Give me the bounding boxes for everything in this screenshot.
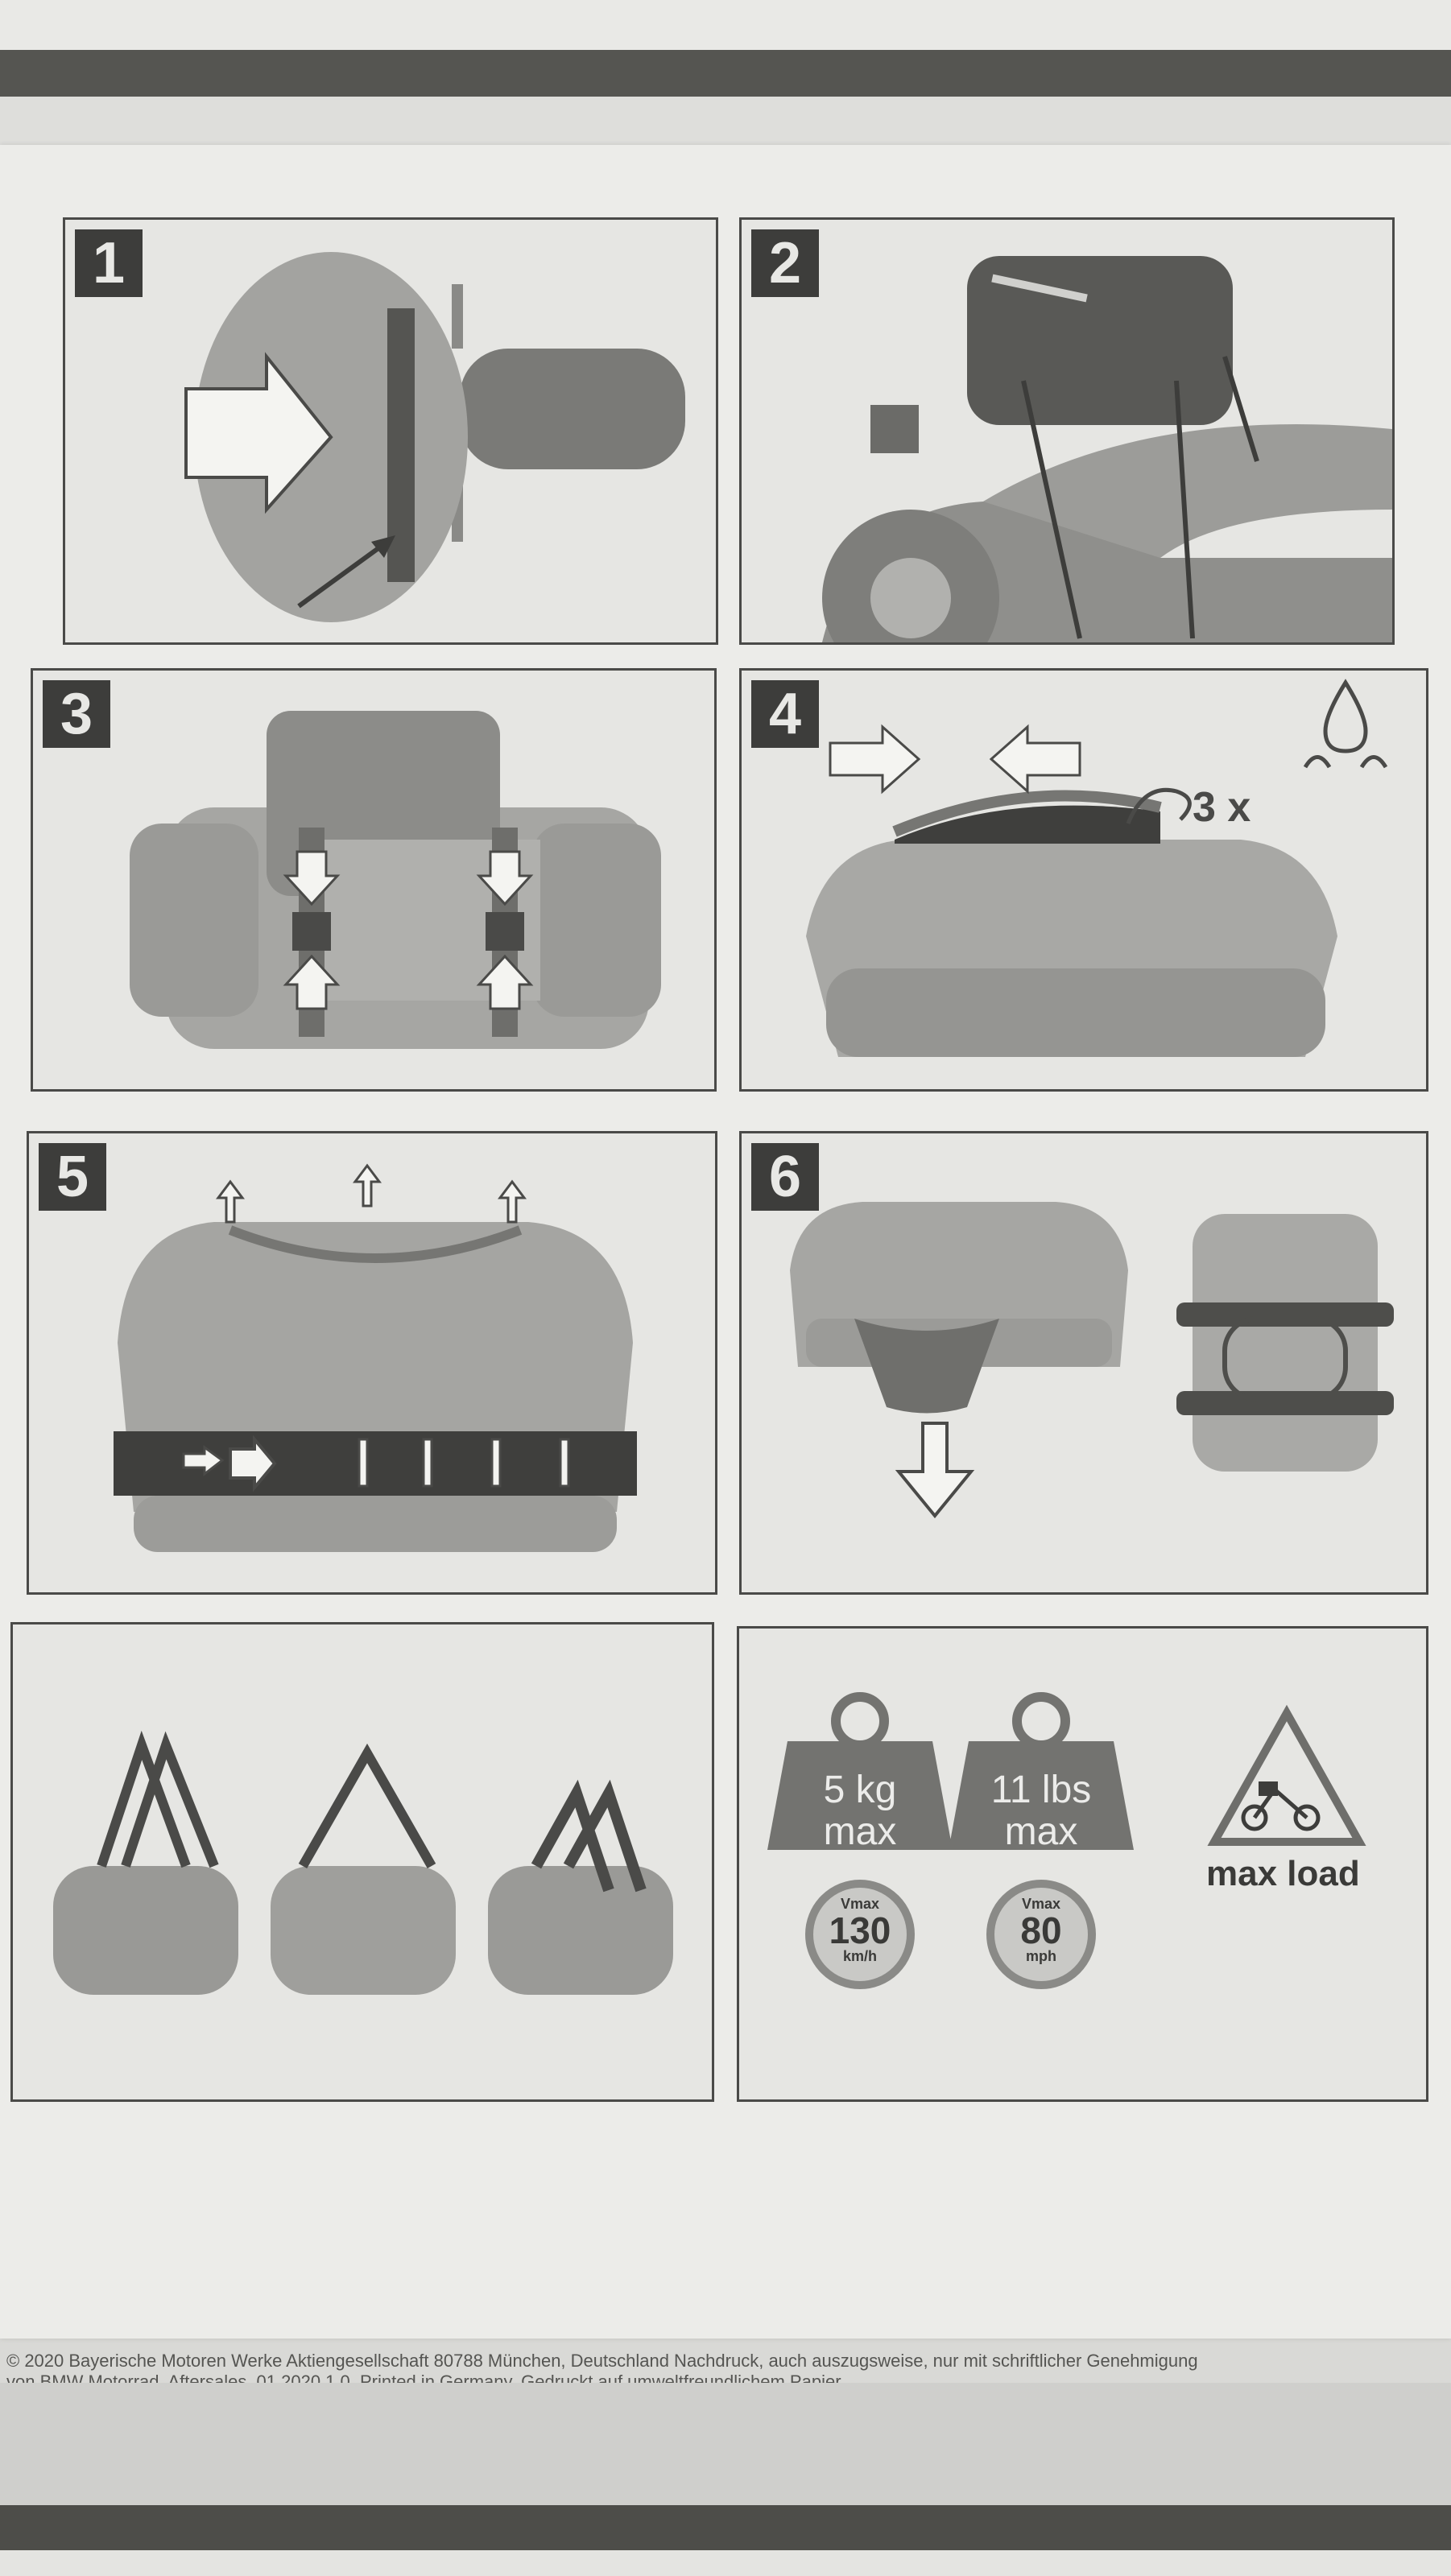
step-number-4: 4 [751,680,819,748]
weight-kg-unit: max [823,1810,897,1853]
step-panel-3: 3 [31,668,717,1092]
weight-limit-lbs: 11 lbs max [953,1769,1130,1853]
step-2-illustration [822,256,1392,642]
footer-line-1: © 2020 Bayerische Motoren Werke Aktienge… [6,2351,1198,2371]
bag-backpack-carry-illustration [488,1779,673,1995]
step-number-6: 6 [751,1143,819,1211]
step-number-1: 1 [75,229,143,297]
background-dark-band-bottom [0,2505,1451,2550]
carry-options-panel [10,1622,714,2102]
load-info-panel: 5 kg max 11 lbs max Vmax 130 km/h Vmax 8… [737,1626,1428,2102]
background-surface-bottom [0,2383,1451,2505]
step-3-illustration [130,711,661,1049]
step-4-illustration [806,679,1388,1057]
weight-lbs-icon [949,1692,1134,1850]
speed-kmh-unit: km/h [842,1948,877,1964]
background-dark-band-top [0,50,1451,97]
weight-kg-value: 5 kg [823,1769,897,1811]
weight-lbs-unit: max [1004,1810,1078,1853]
background-surface-bottom-edge [0,2550,1451,2576]
speed-mph-unit: mph [1026,1948,1056,1964]
speed-mph-value: 80 [1020,1909,1062,1951]
step-number-2: 2 [751,229,819,297]
bag-shoulder-carry-illustration [271,1743,456,1995]
step-1-illustration [184,252,685,622]
load-info-graphics [767,1692,1366,1850]
max-load-label: max load [1206,1854,1360,1893]
step-panel-4: 4 3 x [739,668,1428,1092]
step-panel-6: 6 [739,1131,1428,1595]
step-panel-1: 1 [63,217,718,645]
step-number-3: 3 [43,680,110,748]
step-number-5: 5 [39,1143,106,1211]
carry-options-illustration [53,1730,673,1995]
weight-lbs-value: 11 lbs [990,1769,1092,1811]
step-panel-5: 5 [27,1131,717,1595]
speed-kmh-value: 130 [829,1909,891,1951]
speed-limit-mph-badge: Vmax 80 mph [986,1880,1096,1989]
weight-limit-kg: 5 kg max [771,1769,949,1853]
step-5-illustration [114,1163,637,1552]
water-drop-icon [1303,679,1388,769]
speed-mph-label: Vmax [1021,1896,1061,1912]
weight-kg-icon [767,1692,953,1850]
step-panel-2: 2 [739,217,1395,645]
bag-hand-carry-illustration [53,1730,238,1995]
speed-kmh-label: Vmax [840,1896,880,1912]
speed-limit-kmh-badge: Vmax 130 km/h [805,1880,915,1989]
background-surface [0,97,1451,145]
instruction-sheet: 1 2 [0,145,1451,2392]
copyright-footer: © 2020 Bayerische Motoren Werke Aktienge… [6,2351,1440,2392]
background-surface-top [0,0,1451,50]
repeat-count-label: 3 x [1193,784,1251,831]
step-6-illustration [790,1202,1394,1519]
warning-triangle-icon [1207,1704,1366,1846]
